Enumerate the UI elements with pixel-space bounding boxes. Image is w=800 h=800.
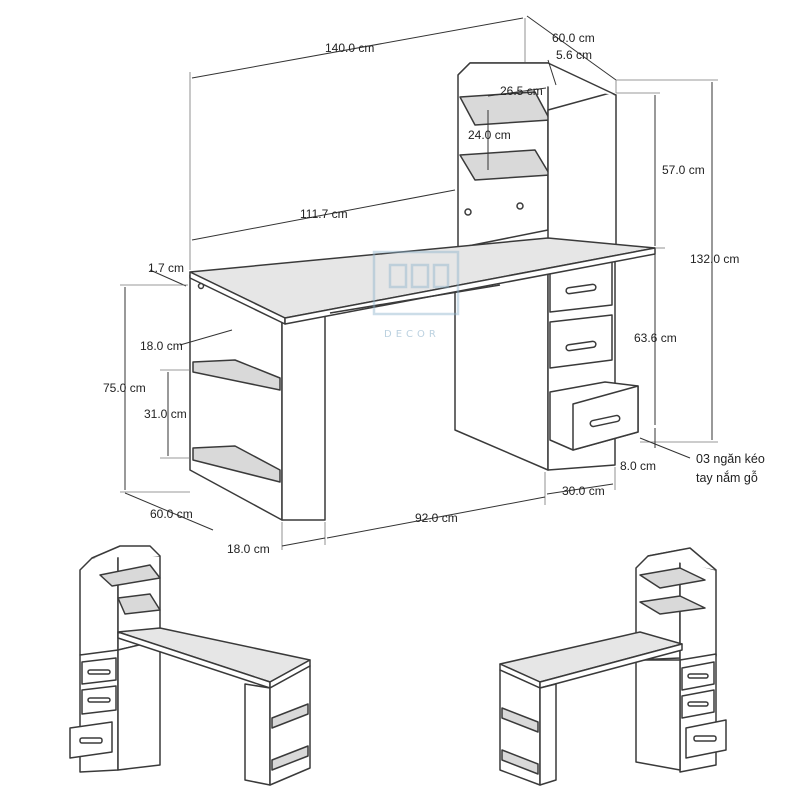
drawer-3-handle — [589, 414, 621, 428]
drawer-2 — [549, 314, 613, 369]
dim-total-width: 140.0 cm — [325, 41, 374, 55]
watermark-logo-glyph — [388, 263, 408, 289]
dim-drawer-unit-height: 63.6 cm — [634, 331, 677, 345]
dim-depth-top: 60.0 cm — [552, 31, 595, 45]
dim-hutch-shelf-depth: 26.5 cm — [500, 84, 543, 98]
watermark-logo-glyph — [432, 263, 450, 289]
desk-peg-hole — [197, 282, 205, 290]
variant-pedestal-side — [635, 659, 681, 771]
left-shelf-bottom — [192, 445, 281, 483]
dim-desk-height: 75.0 cm — [103, 381, 146, 395]
dim-drawer-unit-width: 30.0 cm — [562, 484, 605, 498]
dim-depth-side: 60.0 cm — [150, 507, 193, 521]
left-unit-front-panel — [281, 304, 326, 521]
variant-left-drawer-desk — [69, 545, 311, 786]
hutch-peg-hole — [516, 202, 524, 210]
hutch-peg-hole — [464, 208, 472, 216]
hutch-shelf-middle — [459, 149, 551, 181]
desk-front-rail — [329, 284, 501, 314]
watermark-logo-frame — [372, 250, 460, 316]
dim-hutch-panel: 5.6 cm — [556, 48, 592, 62]
dim-hutch-height: 57.0 cm — [662, 163, 705, 177]
dim-shelf-gap-low: 31.0 cm — [144, 407, 187, 421]
dim-left-unit-width: 18.0 cm — [227, 542, 270, 556]
variant-hutch-shelf — [117, 593, 161, 615]
variant-shelf-unit-front — [244, 683, 271, 786]
dim-hutch-shelf-gap: 24.0 cm — [468, 128, 511, 142]
variant-right-drawer-desk — [499, 547, 727, 786]
watermark-text: DECOR — [384, 329, 440, 340]
drawer-note-line1: 03 ngăn kéo — [696, 452, 765, 466]
variant-hutch-shelf — [639, 595, 706, 615]
variant-pedestal-side — [117, 639, 161, 771]
dim-shelf-gap-top: 18.0 cm — [140, 339, 183, 353]
variant-hutch-shelf — [639, 567, 706, 589]
left-shelf-middle — [192, 359, 281, 391]
hutch-right-panel — [547, 92, 617, 263]
drawer-1-handle — [565, 283, 597, 295]
watermark-logo-glyph — [410, 263, 430, 289]
dim-total-height: 132.0 cm — [690, 252, 739, 266]
dim-knee-space: 92.0 cm — [415, 511, 458, 525]
drawer-note-line2: tay nắm gỗ — [696, 470, 758, 485]
brand-watermark: DECOR — [372, 250, 460, 340]
dim-desk-span: 111.7 cm — [300, 207, 348, 221]
main-desk — [189, 62, 656, 521]
dim-base-gap: 8.0 cm — [620, 459, 656, 473]
variant-shelf-unit-front — [539, 683, 557, 786]
hutch-top-edge — [457, 62, 617, 96]
dim-top-thickness: 1.7 cm — [148, 261, 184, 275]
drawer-2-handle — [565, 340, 597, 352]
variant-hutch-back — [79, 551, 119, 656]
variant-hutch-shelf — [99, 564, 161, 587]
dimension-lines: 140.0 cm 60.0 cm 5.6 cm 26.5 cm 24.0 cm … — [103, 15, 765, 556]
